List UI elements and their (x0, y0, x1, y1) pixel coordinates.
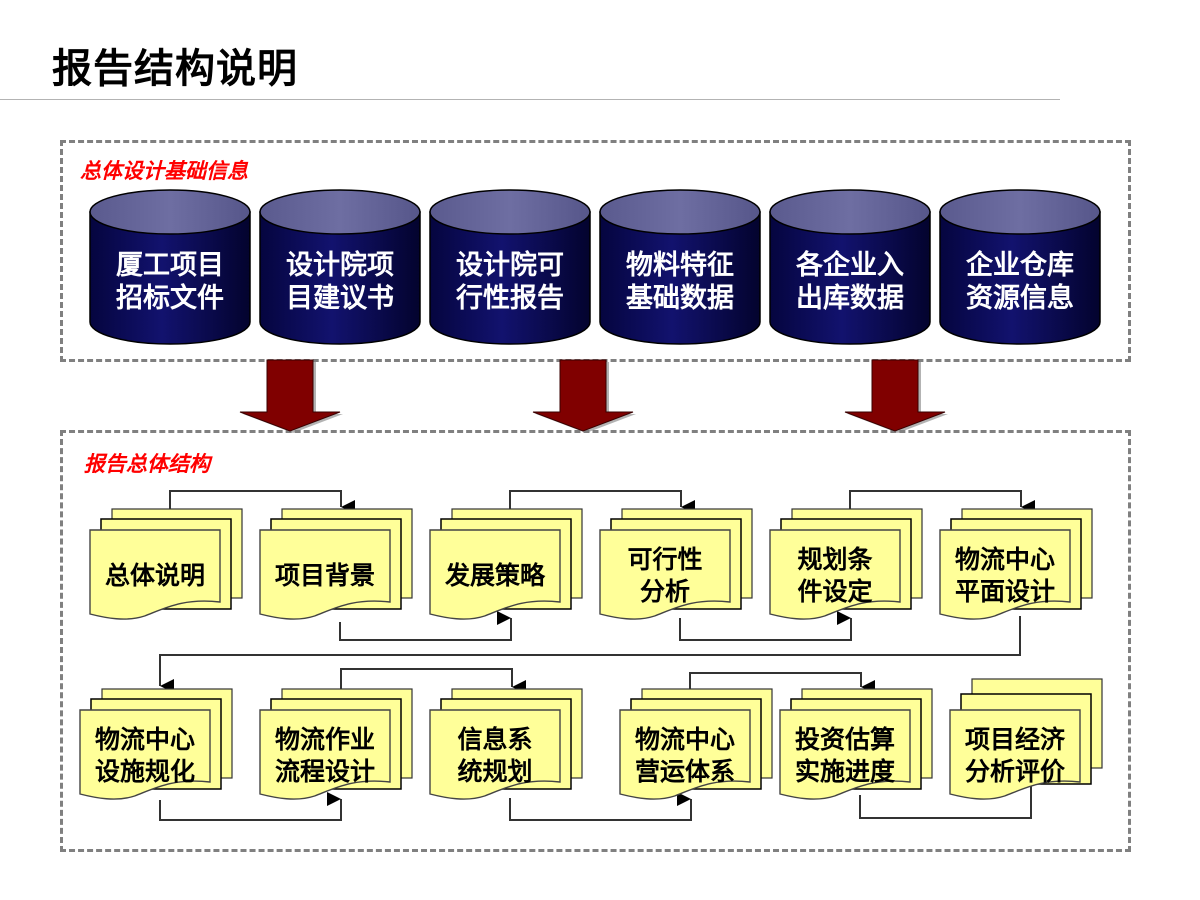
report-structure-label: 报告总体结构 (84, 452, 210, 476)
document-front-sheet (259, 709, 391, 800)
connector-10-11 (689, 672, 875, 694)
report-structure-group (60, 430, 1131, 852)
flow-arrow-down-icon (532, 359, 634, 432)
document-label: 流程设计 (275, 757, 375, 786)
document-front-sheet (779, 709, 911, 800)
document-label: 信息系 (457, 725, 532, 754)
document-label: 物流作业 (275, 725, 375, 754)
connector-7-8 (159, 792, 342, 821)
document-label: 件设定 (797, 577, 872, 606)
flow-arrow-down-icon (239, 359, 341, 432)
document-front-sheet (769, 529, 901, 620)
source-label: 企业仓库 (966, 249, 1074, 281)
document-label: 规划条 (797, 545, 873, 574)
source-label: 资源信息 (966, 282, 1074, 314)
document-front-sheet (79, 709, 211, 800)
document-label: 可行性 (627, 545, 702, 574)
document-label: 实施进度 (795, 757, 895, 786)
connector-1-2 (169, 490, 355, 514)
document-front-sheet (259, 529, 391, 620)
document-front-sheet (949, 709, 1081, 800)
source-label: 物料特征 (626, 250, 734, 281)
document-label: 总体说明 (105, 561, 205, 590)
source-label: 设计院项 (286, 249, 394, 281)
connector-4-5 (679, 611, 852, 641)
source-label: 厦工项目 (116, 250, 224, 281)
document-label: 营运体系 (635, 757, 735, 786)
source-label: 招标文件 (116, 282, 224, 314)
document-label: 物流中心 (955, 545, 1055, 574)
document-front-sheet (939, 529, 1071, 620)
document-label: 项目背景 (275, 561, 375, 590)
document-front-sheet (429, 709, 561, 800)
report-section-document: 总体说明 (89, 508, 243, 620)
connector-6-7 (159, 616, 1021, 693)
document-label: 分析评价 (965, 757, 1066, 786)
connector-3-4 (509, 490, 695, 514)
connector-11-12 (859, 776, 1032, 819)
report-section-document: 发展策略 (429, 508, 583, 620)
report-section-document: 项目背景 (259, 508, 413, 620)
document-label: 发展策略 (444, 561, 546, 590)
connector-2-3 (339, 611, 512, 641)
document-label: 投资估算 (795, 725, 895, 754)
title-divider (0, 99, 1060, 100)
document-front-sheet (429, 529, 561, 620)
page-title: 报告结构说明 (52, 46, 298, 92)
document-label: 统规划 (457, 757, 532, 786)
document-label: 物流中心 (95, 725, 195, 754)
connector-9-10 (509, 792, 692, 821)
source-label: 出库数据 (796, 283, 904, 314)
source-label: 各企业入 (795, 249, 904, 281)
document-front-sheet (89, 529, 221, 620)
document-front-sheet (599, 529, 731, 620)
document-label: 平面设计 (955, 577, 1055, 606)
document-label: 物流中心 (635, 725, 735, 754)
connector-5-6 (849, 490, 1035, 514)
source-label: 设计院可 (456, 249, 564, 281)
source-label: 目建议书 (286, 283, 394, 314)
document-front-sheet (619, 709, 751, 800)
source-label: 行性报告 (455, 282, 564, 314)
document-label: 设施规化 (95, 757, 195, 786)
source-label: 基础数据 (626, 283, 734, 314)
design-basis-label: 总体设计基础信息 (80, 159, 248, 183)
flow-arrow-down-icon (844, 359, 946, 432)
document-label: 项目经济 (965, 725, 1066, 754)
connector-8-9 (340, 668, 526, 694)
document-label: 分析 (640, 577, 690, 606)
